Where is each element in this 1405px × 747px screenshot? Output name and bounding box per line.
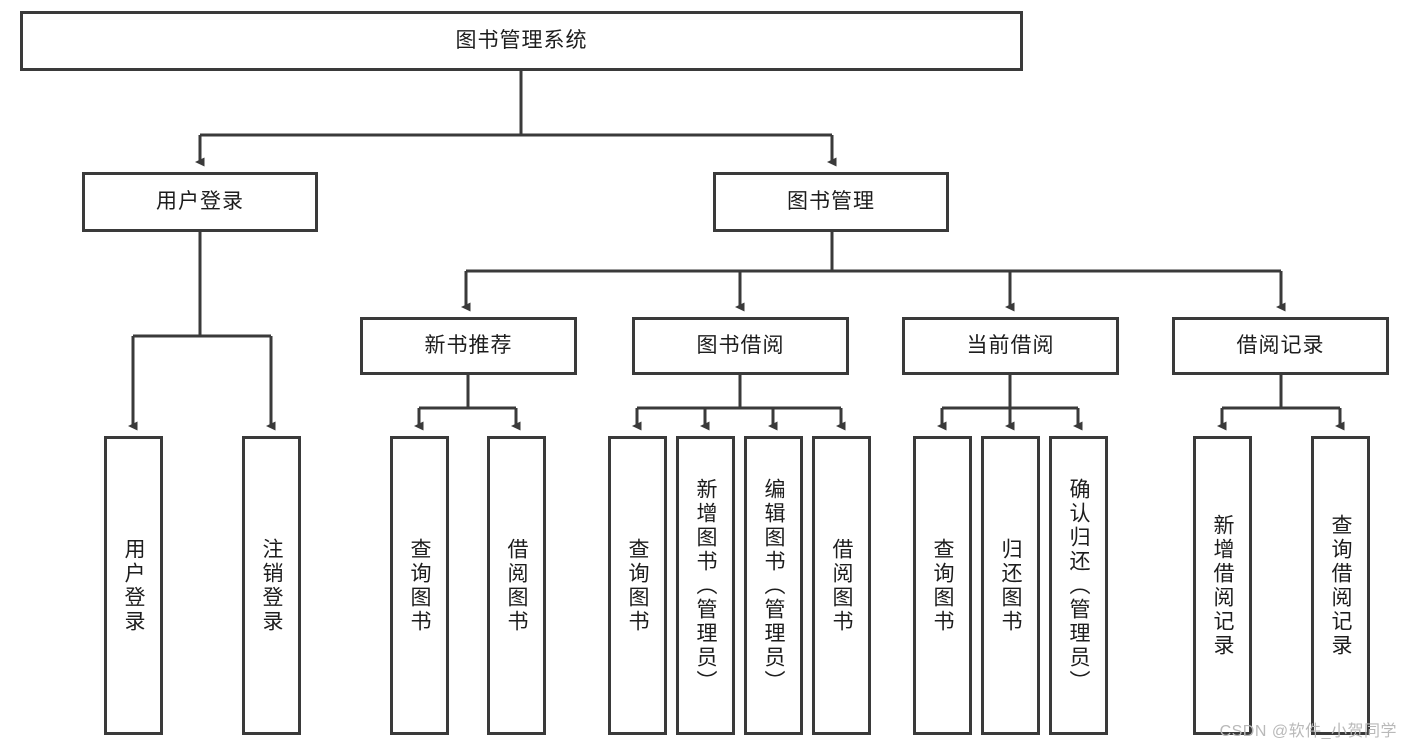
node-leaf-borrow-book-1[interactable]: 借阅图书 [487,436,546,735]
node-user-login-label: 用户登录 [156,189,244,213]
node-current-borrow-label: 当前借阅 [966,333,1055,357]
node-leaf-user-login[interactable]: 用户登录 [104,436,163,735]
node-leaf-query-book-1[interactable]: 查询图书 [390,436,449,735]
node-leaf-query-book-2[interactable]: 查询图书 [608,436,667,735]
node-leaf-edit-book[interactable]: 编辑图书（管理员） [744,436,803,735]
node-leaf-logout[interactable]: 注销登录 [242,436,301,735]
node-current-borrow[interactable]: 当前借阅 [902,317,1119,375]
node-borrow-record-label: 借阅记录 [1236,333,1325,357]
node-leaf-confirm-return-label: 确认归还（管理员） [1067,477,1090,694]
node-leaf-edit-book-label: 编辑图书（管理员） [762,477,785,694]
node-root[interactable]: 图书管理系统 [20,11,1023,71]
node-leaf-user-login-label: 用户登录 [122,537,145,634]
node-new-book-recommend[interactable]: 新书推荐 [360,317,577,375]
node-leaf-query-record-label: 查询借阅记录 [1329,513,1352,658]
node-book-borrow-label: 图书借阅 [696,333,785,357]
node-leaf-add-book[interactable]: 新增图书（管理员） [676,436,735,735]
node-leaf-add-record[interactable]: 新增借阅记录 [1193,436,1252,735]
node-book-manage[interactable]: 图书管理 [713,172,949,232]
node-leaf-borrow-book-2[interactable]: 借阅图书 [812,436,871,735]
node-leaf-confirm-return[interactable]: 确认归还（管理员） [1049,436,1108,735]
node-new-book-recommend-label: 新书推荐 [424,333,513,357]
node-borrow-record[interactable]: 借阅记录 [1172,317,1389,375]
node-leaf-borrow-book-2-label: 借阅图书 [830,537,853,634]
node-leaf-return-book[interactable]: 归还图书 [981,436,1040,735]
node-leaf-query-book-3[interactable]: 查询图书 [913,436,972,735]
node-user-login[interactable]: 用户登录 [82,172,318,232]
node-leaf-add-record-label: 新增借阅记录 [1211,513,1234,658]
node-leaf-query-book-3-label: 查询图书 [931,537,954,634]
node-leaf-query-book-2-label: 查询图书 [626,537,649,634]
node-leaf-logout-label: 注销登录 [260,537,283,634]
node-leaf-query-book-1-label: 查询图书 [408,537,431,634]
node-leaf-return-book-label: 归还图书 [999,537,1022,634]
node-book-manage-label: 图书管理 [787,189,875,213]
node-book-borrow[interactable]: 图书借阅 [632,317,849,375]
node-leaf-add-book-label: 新增图书（管理员） [694,477,717,694]
node-leaf-query-record[interactable]: 查询借阅记录 [1311,436,1370,735]
watermark-text: CSDN @软件_小贺同学 [1219,723,1397,740]
node-root-label: 图书管理系统 [455,28,588,52]
node-leaf-borrow-book-1-label: 借阅图书 [505,537,528,634]
